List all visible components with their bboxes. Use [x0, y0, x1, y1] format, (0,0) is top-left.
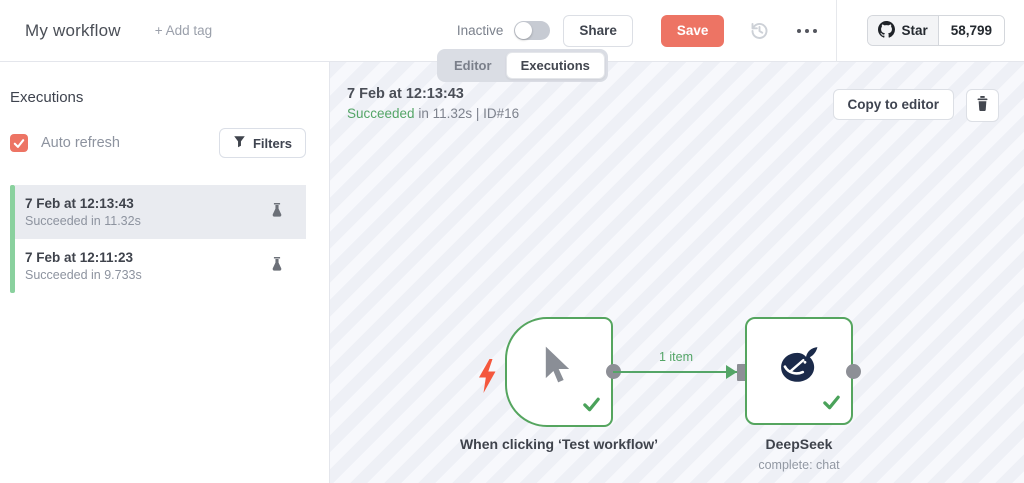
node-success-checkmark — [582, 394, 601, 418]
filter-icon — [233, 135, 246, 151]
deepseek-node-label: DeepSeek — [765, 436, 833, 452]
test-flask-icon — [270, 256, 284, 277]
sidebar-heading: Executions — [10, 89, 84, 106]
execution-success-word: Succeeded — [347, 106, 415, 121]
github-star-button[interactable]: Star — [868, 16, 939, 45]
filters-button[interactable]: Filters — [218, 128, 306, 158]
execution-list-item[interactable]: 7 Feb at 12:13:43 Succeeded in 11.32s — [15, 185, 306, 239]
workflow-canvas[interactable]: 7 Feb at 12:13:43 Succeeded in 11.32s | … — [330, 62, 1024, 483]
canvas-actions: Copy to editor — [832, 89, 999, 122]
history-icon — [749, 20, 771, 42]
workflow-title[interactable]: My workflow — [25, 20, 121, 40]
connection-items-label: 1 item — [658, 350, 694, 364]
trigger-node[interactable] — [505, 317, 613, 427]
main-area: Executions Auto refresh Filters 7 Feb — [0, 62, 1024, 483]
execution-list-item[interactable]: 7 Feb at 12:11:23 Succeeded in 9.733s — [15, 239, 306, 293]
toggle-knob — [515, 22, 533, 39]
execution-meta-text: in 11.32s | ID#16 — [414, 106, 520, 121]
sidebar-controls: Auto refresh Filters — [10, 128, 306, 158]
github-star-widget: Star 58,799 — [867, 15, 1005, 46]
execution-list: 7 Feb at 12:13:43 Succeeded in 11.32s 7 … — [0, 185, 329, 293]
mouse-pointer-icon — [534, 344, 576, 391]
execution-status: Succeeded in 9.733s — [25, 268, 142, 282]
execution-header-meta: Succeeded in 11.32s | ID#16 — [347, 106, 519, 121]
more-options-icon[interactable] — [795, 23, 819, 39]
execution-header: 7 Feb at 12:13:43 Succeeded in 11.32s | … — [347, 86, 519, 121]
output-port — [846, 364, 861, 379]
input-port — [737, 364, 746, 381]
view-tabs: Editor Executions — [437, 49, 608, 82]
tab-executions[interactable]: Executions — [505, 52, 605, 79]
delete-execution-button[interactable] — [966, 89, 999, 122]
trash-icon — [975, 95, 990, 117]
lightning-bolt-icon — [477, 357, 497, 400]
node-success-checkmark — [822, 392, 841, 416]
connection-arrowhead — [726, 365, 737, 379]
header-divider — [836, 0, 838, 62]
tab-editor[interactable]: Editor — [454, 58, 492, 73]
add-tag-button[interactable]: + Add tag — [154, 23, 213, 38]
execution-date: 7 Feb at 12:13:43 — [25, 196, 134, 211]
auto-refresh-checkbox[interactable] — [10, 134, 28, 152]
deepseek-node[interactable] — [745, 317, 853, 425]
execution-header-date: 7 Feb at 12:13:43 — [347, 86, 464, 102]
executions-sidebar: Executions Auto refresh Filters 7 Feb — [0, 62, 330, 483]
filters-label: Filters — [252, 135, 292, 151]
deepseek-whale-icon — [773, 344, 825, 391]
active-toggle[interactable] — [514, 21, 551, 40]
github-star-label: Star — [901, 23, 928, 38]
test-flask-icon — [270, 202, 284, 223]
execution-status: Succeeded in 11.32s — [25, 214, 141, 228]
share-button[interactable]: Share — [563, 14, 633, 47]
execution-date: 7 Feb at 12:11:23 — [25, 250, 134, 265]
save-button[interactable]: Save — [660, 14, 725, 47]
active-status-label: Inactive — [456, 23, 504, 38]
copy-to-editor-button[interactable]: Copy to editor — [832, 89, 954, 120]
github-star-count[interactable]: 58,799 — [938, 16, 1004, 45]
success-stripe — [10, 185, 15, 293]
auto-refresh-label: Auto refresh — [41, 135, 120, 151]
github-icon — [878, 20, 896, 41]
connection-line — [613, 371, 737, 373]
deepseek-node-subtitle: complete: chat — [758, 458, 840, 472]
trigger-node-label: When clicking ‘Test workflow’ — [459, 436, 659, 452]
